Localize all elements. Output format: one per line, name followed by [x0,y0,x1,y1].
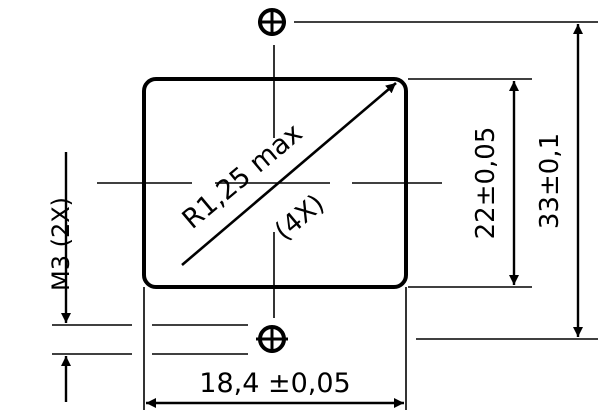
radius-count-label: (4X) [269,189,330,247]
inner-height-label: 22±0,05 [471,127,501,240]
overall-height-label: 33±0,1 [535,133,565,229]
mounting-hole-top [258,8,286,36]
thread-label: M3 (2X) [47,197,75,291]
width-label: 18,4 ±0,05 [199,368,350,399]
radius-leader-line [181,82,397,266]
mounting-hole-bottom [256,325,288,353]
